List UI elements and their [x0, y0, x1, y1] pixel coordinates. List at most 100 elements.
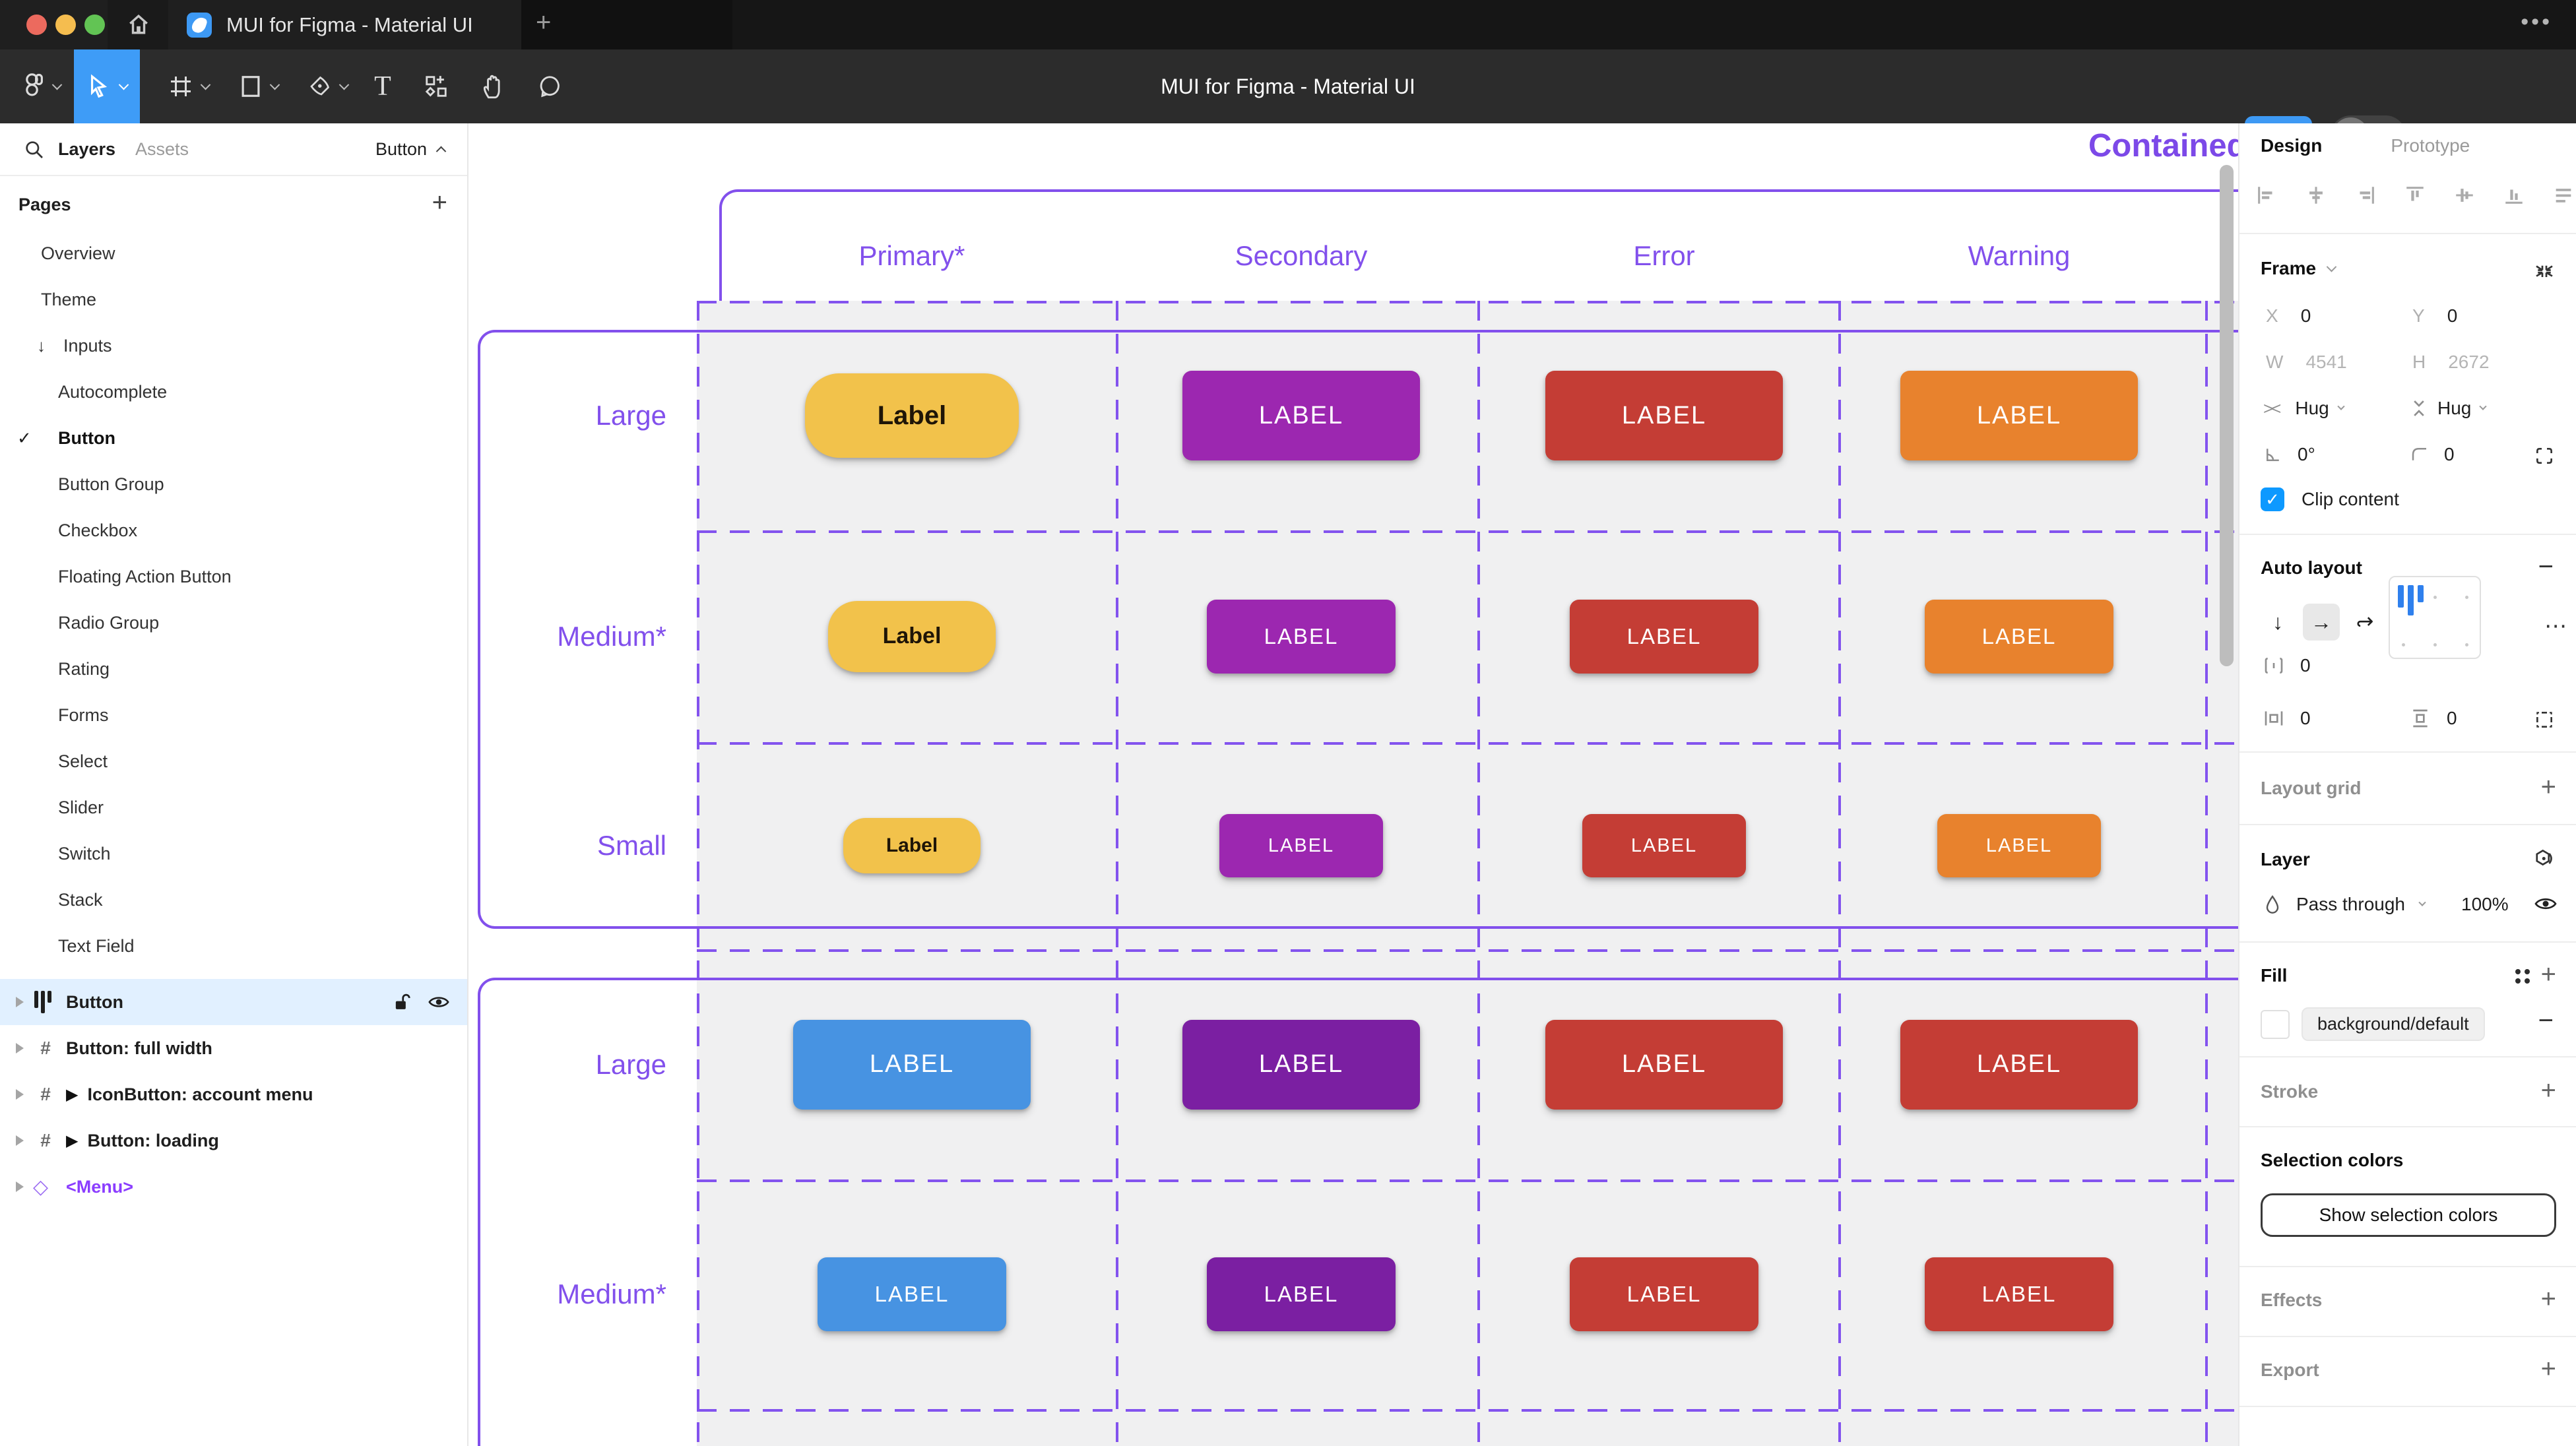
y-value[interactable]: 0	[2447, 305, 2458, 326]
chevron-right-icon[interactable]	[16, 1089, 24, 1100]
mui-button-primary-custom[interactable]: Label	[805, 373, 1019, 458]
visibility-eye-icon[interactable]	[2534, 894, 2558, 914]
layer-row-button-full-width[interactable]: #Button: full width	[0, 1025, 467, 1071]
lock-open-icon[interactable]	[392, 992, 410, 1012]
sidebar-page-slider[interactable]: Slider	[0, 784, 467, 831]
layer-row--menu-[interactable]: ◇<Menu>	[0, 1164, 467, 1210]
mui-button-warning[interactable]: LABEL	[1937, 814, 2101, 877]
blend-droplet-icon[interactable]	[2263, 894, 2282, 915]
mui-button-primary-blue[interactable]: LABEL	[793, 1019, 1031, 1110]
fill-styles-icon[interactable]	[2515, 969, 2530, 984]
move-tool-button[interactable]	[74, 49, 140, 123]
zoom-window-button[interactable]	[84, 15, 105, 35]
tab-assets[interactable]: Assets	[135, 139, 189, 159]
mui-button-warning[interactable]: LABEL	[1900, 371, 2138, 460]
main-menu-button[interactable]	[12, 49, 73, 123]
mui-button-error[interactable]: LABEL	[1570, 1257, 1758, 1331]
tab-layers[interactable]: Layers	[58, 139, 116, 159]
align-right-icon[interactable]	[2354, 184, 2377, 206]
sidebar-page-button-group[interactable]: Button Group	[0, 461, 467, 507]
sidebar-page-floating-action-button[interactable]: Floating Action Button	[0, 553, 467, 600]
independent-corners-icon[interactable]	[2534, 445, 2555, 466]
sidebar-page-forms[interactable]: Forms	[0, 692, 467, 738]
clip-content-checkbox[interactable]: ✓	[2261, 487, 2284, 511]
direction-horizontal-button[interactable]: →	[2303, 604, 2340, 641]
opacity-value[interactable]: 100%	[2461, 894, 2509, 914]
tab-prototype[interactable]: Prototype	[2391, 135, 2470, 156]
add-page-button[interactable]: +	[432, 188, 447, 217]
show-selection-colors-button[interactable]: Show selection colors	[2261, 1193, 2556, 1237]
resources-tool-button[interactable]	[413, 49, 459, 123]
mui-button-error[interactable]: LABEL	[1545, 1019, 1783, 1110]
sidebar-page-radio-group[interactable]: Radio Group	[0, 600, 467, 646]
padding-horizontal-value[interactable]: 0	[2300, 708, 2311, 728]
align-v-center-icon[interactable]	[2453, 184, 2476, 206]
mui-button-secondary-dark[interactable]: LABEL	[1182, 1019, 1420, 1110]
align-top-icon[interactable]	[2404, 184, 2426, 206]
hand-tool-button[interactable]	[470, 49, 516, 123]
mui-button-secondary[interactable]: LABEL	[1219, 814, 1383, 877]
align-bottom-icon[interactable]	[2503, 184, 2525, 206]
align-h-center-icon[interactable]	[2305, 184, 2327, 206]
chevron-right-icon[interactable]	[16, 1043, 24, 1053]
frame-section-heading[interactable]: Frame	[2261, 258, 2317, 278]
minimize-window-button[interactable]	[55, 15, 76, 35]
align-left-icon[interactable]	[2255, 184, 2278, 206]
hug-width-dropdown[interactable]: >< Hug	[2263, 398, 2345, 419]
mui-button-error[interactable]: LABEL	[1925, 1257, 2113, 1331]
gap-value[interactable]: 0	[2300, 655, 2311, 676]
page-scope-dropdown[interactable]: Button	[375, 139, 447, 160]
home-tab[interactable]	[108, 0, 168, 49]
add-export-button[interactable]: +	[2540, 1354, 2556, 1383]
file-tab[interactable]: MUI for Figma - Material UI ✕	[168, 0, 674, 49]
layer-row-button[interactable]: Button	[0, 979, 467, 1025]
add-stroke-button[interactable]: +	[2540, 1076, 2556, 1105]
auto-layout-more-icon[interactable]: ⋯	[2544, 613, 2568, 639]
rotation-value[interactable]: 0°	[2298, 444, 2315, 464]
add-layout-grid-button[interactable]: +	[2540, 772, 2556, 802]
frame-tool-button[interactable]	[156, 49, 222, 123]
sidebar-page-select[interactable]: Select	[0, 738, 467, 784]
w-value[interactable]: 4541	[2305, 352, 2347, 372]
sidebar-page-checkbox[interactable]: Checkbox	[0, 507, 467, 553]
collapse-panel-icon[interactable]	[2532, 259, 2556, 283]
tab-design[interactable]: Design	[2261, 135, 2323, 156]
search-icon[interactable]	[24, 139, 45, 160]
mui-button-error[interactable]: LABEL	[1582, 814, 1746, 877]
close-window-button[interactable]	[26, 15, 47, 35]
distribute-menu[interactable]	[2552, 184, 2576, 206]
sidebar-page-autocomplete[interactable]: Autocomplete	[0, 369, 467, 415]
add-effect-button[interactable]: +	[2540, 1284, 2556, 1313]
mui-button-secondary[interactable]: LABEL	[1207, 599, 1396, 674]
shape-tool-button[interactable]	[227, 49, 290, 123]
frame-title[interactable]: Contained	[2088, 128, 2238, 164]
mui-button-primary-custom[interactable]: Label	[828, 600, 996, 672]
mui-button-error[interactable]: LABEL	[1545, 371, 1783, 460]
layer-mask-icon[interactable]	[2532, 848, 2556, 871]
blend-mode-value[interactable]: Pass through	[2296, 894, 2405, 914]
individual-padding-icon[interactable]	[2534, 709, 2555, 730]
clip-content-row[interactable]: ✓ Clip content	[2261, 487, 2399, 511]
eye-icon[interactable]	[428, 993, 450, 1011]
sidebar-page-inputs[interactable]: ↓Inputs	[0, 323, 467, 369]
window-more-icon[interactable]: •••	[2521, 9, 2552, 34]
layer-row-button-loading[interactable]: #▶Button: loading	[0, 1117, 467, 1164]
sidebar-page-button[interactable]: ✓Button	[0, 415, 467, 461]
direction-vertical-button[interactable]: ↓	[2272, 610, 2283, 634]
chevron-right-icon[interactable]	[16, 997, 24, 1007]
sidebar-page-text-field[interactable]: Text Field	[0, 923, 467, 969]
h-value[interactable]: 2672	[2448, 352, 2490, 372]
canvas-scrollbar[interactable]	[2220, 165, 2234, 666]
sidebar-page-switch[interactable]: Switch	[0, 831, 467, 877]
mui-button-primary-blue[interactable]: LABEL	[818, 1257, 1006, 1331]
mui-button-primary-custom[interactable]: Label	[843, 818, 981, 873]
mui-button-secondary[interactable]: LABEL	[1182, 371, 1420, 460]
auto-layout-align-widget[interactable]	[2389, 576, 2481, 659]
page-expand-arrow-icon[interactable]: ↓	[37, 335, 46, 356]
chevron-right-icon[interactable]	[16, 1181, 24, 1192]
corner-radius-value[interactable]: 0	[2444, 444, 2455, 464]
text-tool-button[interactable]: T	[374, 71, 391, 102]
hug-height-dropdown[interactable]: Hug	[2410, 398, 2488, 419]
fill-token[interactable]: background/default	[2302, 1007, 2485, 1041]
